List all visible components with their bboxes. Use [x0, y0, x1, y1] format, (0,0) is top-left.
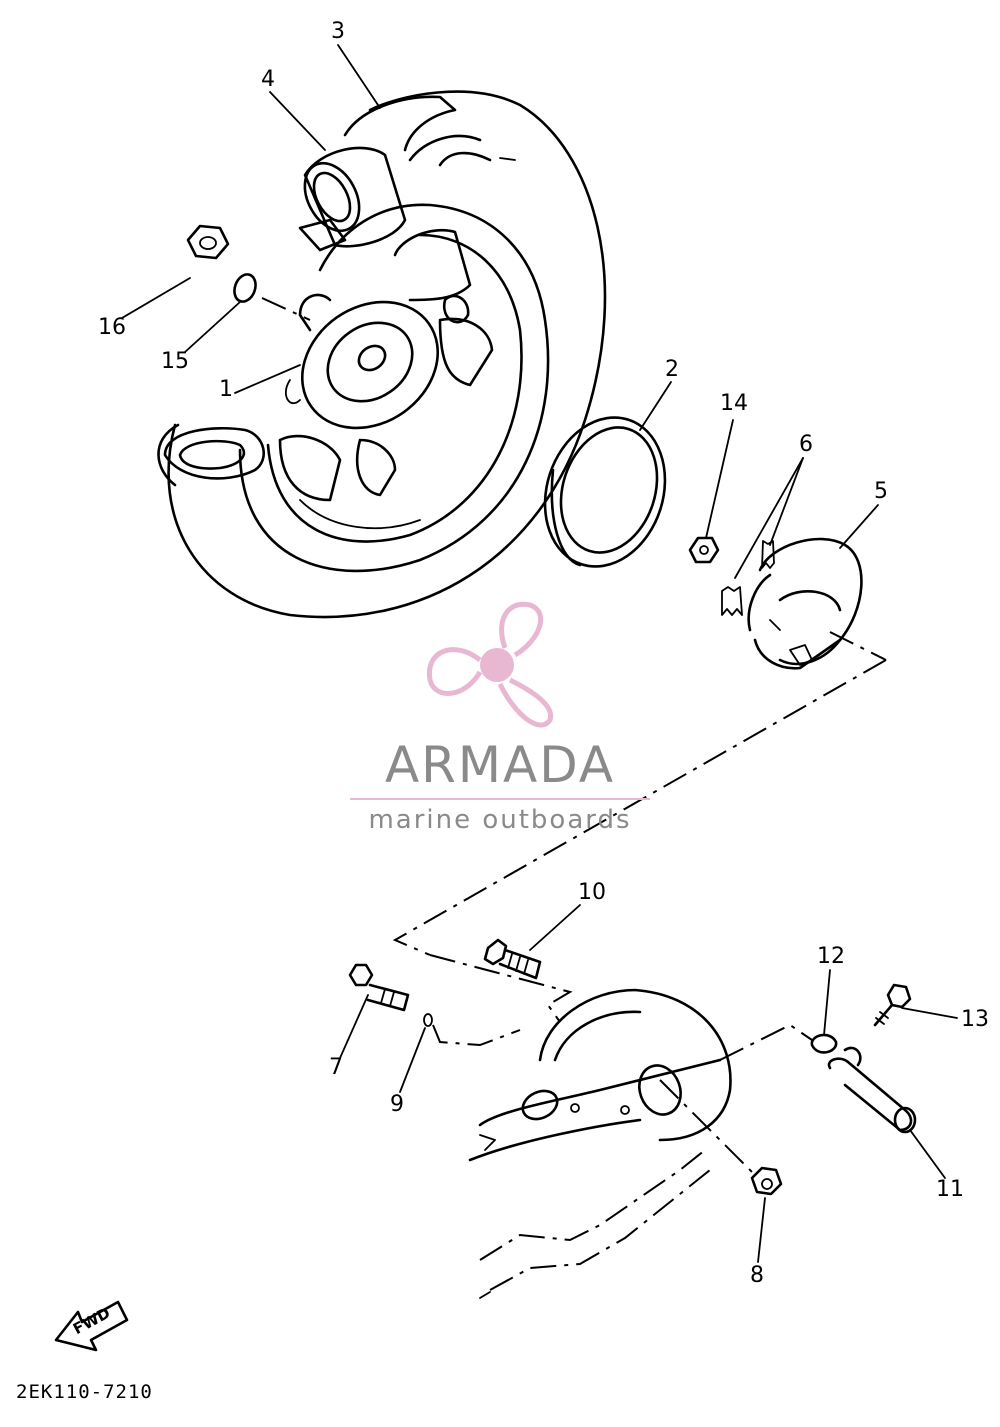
- cam-lever-part-11: [827, 1046, 917, 1134]
- callout-12: 12: [817, 944, 845, 969]
- callout-4: 4: [261, 67, 275, 92]
- drum-ring-part-2: [543, 416, 667, 568]
- propeller-logo-icon: [427, 601, 554, 728]
- oring-part-9: [423, 1013, 433, 1027]
- callout-13: 13: [961, 1007, 989, 1032]
- callout-3: 3: [331, 19, 345, 44]
- valve-tube-part-4: [298, 146, 407, 252]
- callout-5: 5: [874, 479, 888, 504]
- callout-8: 8: [750, 1263, 764, 1288]
- bolt-part-7: [348, 963, 410, 1012]
- springs-part-6: [721, 540, 775, 616]
- nut-part-16: [186, 224, 230, 260]
- washer-part-15: [233, 273, 257, 303]
- callout-7: 7: [329, 1055, 343, 1080]
- bolt-part-10: [483, 938, 542, 980]
- callout-1: 1: [219, 377, 233, 402]
- callout-9: 9: [390, 1092, 404, 1117]
- rear-wheel: [157, 90, 607, 619]
- callout-2: 2: [665, 357, 679, 382]
- brake-panel: [468, 988, 732, 1299]
- leader-lines: [121, 44, 958, 1263]
- callout-10: 10: [578, 880, 606, 905]
- callout-11: 11: [936, 1177, 964, 1202]
- watermark-tagline: marine outboards: [368, 805, 632, 835]
- callout-14: 14: [720, 391, 748, 416]
- watermark-brand: ARMADA: [384, 736, 616, 794]
- callout-16: 16: [98, 315, 126, 340]
- callout-15: 15: [161, 349, 189, 374]
- fwd-arrow-icon: [54, 1300, 129, 1352]
- bolt-part-13: [873, 983, 912, 1027]
- diagram-code: 2EK110-7210: [16, 1381, 153, 1403]
- nut-part-14: [688, 536, 720, 564]
- watermark-divider: [350, 798, 650, 800]
- nut-part-8: [750, 1166, 783, 1196]
- callout-6: 6: [799, 432, 813, 457]
- axis-line: [392, 659, 887, 956]
- plate-part-12: [810, 1033, 838, 1054]
- brake-shoe-part-5: [747, 537, 863, 670]
